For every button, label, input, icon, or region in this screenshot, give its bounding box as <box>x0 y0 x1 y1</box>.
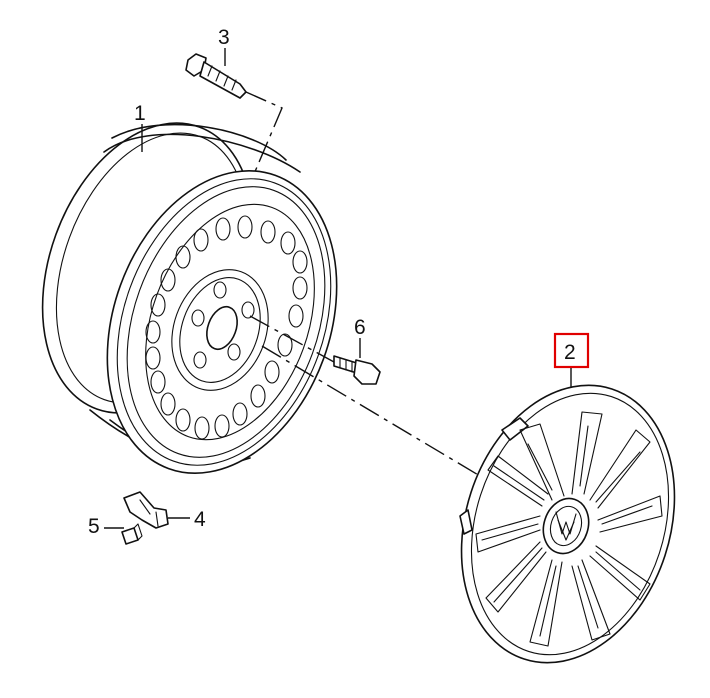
callout-label-3: 3 <box>218 26 230 49</box>
callout-6[interactable]: 6 <box>354 316 366 358</box>
callout-1[interactable]: 1 <box>134 102 146 152</box>
callout-label-1: 1 <box>134 102 146 125</box>
balance-weight-clip[interactable] <box>123 491 169 529</box>
valve-stem[interactable] <box>185 53 247 99</box>
valve-stem-assembly-line <box>245 91 283 175</box>
wheel-bolt[interactable] <box>333 355 381 385</box>
callout-label-5: 5 <box>88 515 100 538</box>
hubcap-spokes <box>475 411 663 647</box>
callout-5[interactable]: 5 <box>88 515 124 538</box>
balance-weight[interactable] <box>121 523 143 545</box>
vw-emblem <box>542 497 590 555</box>
callout-3[interactable]: 3 <box>218 26 230 66</box>
wheel-bolt-assembly-line <box>249 315 335 363</box>
callout-label-2: 2 <box>564 341 576 364</box>
callout-label-4: 4 <box>194 508 206 531</box>
callout-label-6: 6 <box>354 316 366 339</box>
callout-highlight-box <box>553 332 590 369</box>
wheel-bolt-holes <box>191 281 255 369</box>
wheel-hubcap[interactable] <box>427 357 709 690</box>
hubcap-assembly-line <box>261 345 481 477</box>
steel-wheel-rim[interactable] <box>5 94 377 506</box>
wheel-vent-holes <box>145 215 308 440</box>
callout-4[interactable]: 4 <box>168 508 206 531</box>
callout-2[interactable]: 2 <box>553 332 590 388</box>
